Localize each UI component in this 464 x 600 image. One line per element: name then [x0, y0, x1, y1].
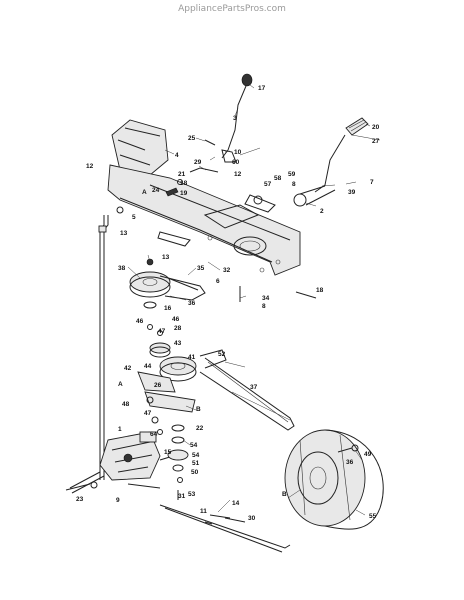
label-12-left: 12	[86, 163, 94, 170]
label-8-top: 8	[292, 181, 296, 188]
shift-rod	[98, 215, 109, 480]
label-41: 41	[188, 354, 196, 361]
label-A-top: A	[142, 189, 147, 196]
pin-25	[204, 139, 216, 146]
label-13-pulley: 13	[162, 254, 170, 261]
label-22: 22	[196, 425, 204, 432]
label-38: 38	[118, 265, 126, 272]
label-36-top: 36	[188, 300, 196, 307]
label-B-mid: B	[196, 406, 201, 413]
washer-9	[90, 481, 98, 489]
drive-belt-37	[199, 357, 295, 431]
label-54-a: 54	[190, 442, 198, 449]
label-51: 51	[192, 460, 200, 467]
rod-26	[127, 483, 161, 489]
label-34: 34	[262, 295, 270, 302]
label-47-top: 47	[158, 328, 166, 335]
spring-30	[224, 517, 246, 523]
label-7: 7	[370, 179, 374, 186]
label-57: 57	[264, 181, 272, 188]
leader-lines	[127, 84, 381, 516]
label-21: 21	[178, 171, 186, 178]
label-A-mid: A	[118, 381, 123, 388]
label-31: 31	[178, 493, 186, 500]
label-29: 29	[194, 159, 202, 166]
rod-29	[189, 167, 219, 173]
label-42: 42	[124, 365, 132, 372]
label-28: 28	[174, 325, 182, 332]
label-13-left: 13	[120, 230, 128, 237]
engine-pulley	[129, 258, 206, 309]
label-3: 3	[233, 115, 237, 122]
label-6: 6	[216, 278, 220, 285]
label-15: 15	[164, 449, 172, 456]
label-39: 39	[348, 189, 356, 196]
rod-31-edge	[164, 507, 283, 553]
callout-labels: 17 3 20 27 25 10 60 29 12 4 12 21 18 24 …	[76, 85, 380, 522]
label-5: 5	[132, 214, 136, 221]
belt-52	[199, 349, 227, 369]
axle-pulley-stack	[167, 424, 189, 500]
label-37: 37	[250, 384, 258, 391]
label-11: 11	[200, 508, 207, 515]
label-26-mid: 26	[154, 382, 162, 389]
label-2: 2	[320, 208, 324, 215]
label-1: 1	[118, 426, 122, 433]
label-48: 48	[122, 401, 130, 408]
label-44: 44	[144, 363, 152, 370]
belt-edge	[207, 361, 289, 423]
label-18-right: 18	[316, 287, 324, 294]
label-23: 23	[76, 496, 84, 503]
label-4: 4	[175, 152, 179, 159]
label-36-wheel: 36	[346, 459, 354, 466]
rod-31	[159, 504, 291, 549]
label-46-left: 46	[136, 318, 144, 325]
label-24: 24	[152, 187, 160, 194]
rear-wheel	[284, 429, 384, 530]
label-52: 52	[218, 351, 226, 358]
label-10: 10	[234, 149, 242, 156]
label-35: 35	[197, 265, 205, 272]
bolt-21	[177, 179, 183, 185]
label-25: 25	[188, 135, 196, 142]
brake-pedal	[244, 117, 369, 213]
washer-5	[116, 206, 124, 214]
label-17: 17	[258, 85, 266, 92]
label-59: 59	[288, 171, 296, 178]
label-16: 16	[164, 305, 172, 312]
label-12-top: 12	[234, 171, 242, 178]
label-54-b: 54	[192, 452, 200, 459]
label-60: 60	[232, 159, 240, 166]
label-47-mid: 47	[144, 410, 152, 417]
label-20: 20	[372, 124, 380, 131]
label-18-top: 18	[180, 180, 188, 187]
label-43: 43	[174, 340, 182, 347]
label-50: 50	[191, 469, 199, 476]
spring-24	[165, 187, 179, 197]
label-14: 14	[232, 500, 240, 507]
label-B-wheel: B	[282, 491, 287, 498]
label-64: 64	[150, 431, 158, 438]
transaxle	[69, 431, 187, 494]
idler-stack	[137, 324, 197, 435]
pin-14	[209, 514, 231, 519]
pin-18	[295, 291, 317, 299]
clip-11	[204, 521, 213, 525]
label-27: 27	[372, 138, 380, 145]
label-58: 58	[274, 175, 282, 182]
label-55: 55	[369, 513, 377, 520]
label-49: 49	[364, 451, 372, 458]
axle-23	[65, 483, 91, 491]
label-8-mid: 8	[262, 303, 266, 310]
bolt-36	[337, 447, 353, 453]
label-53: 53	[188, 491, 196, 498]
label-30: 30	[248, 515, 256, 522]
label-46-right: 46	[172, 316, 180, 323]
watermark: AppliancePartsPros.com	[178, 4, 286, 14]
label-9: 9	[116, 497, 120, 504]
chassis-frame	[107, 119, 301, 276]
label-19: 19	[180, 190, 188, 197]
label-32: 32	[223, 267, 231, 274]
